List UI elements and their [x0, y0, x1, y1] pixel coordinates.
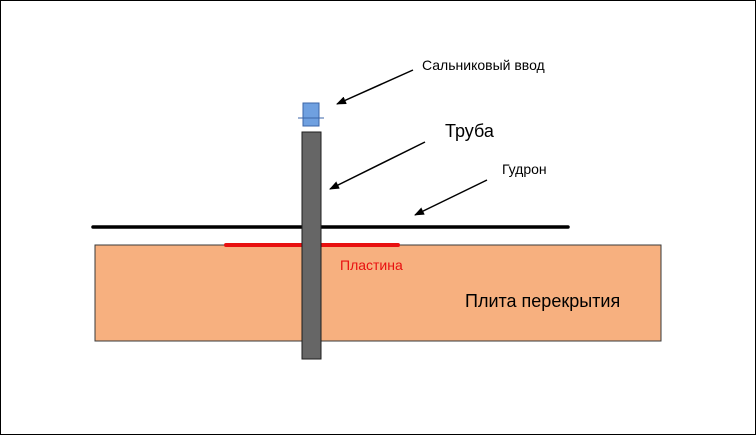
label-gland: Сальниковый ввод: [422, 57, 545, 73]
arrow-tar: [414, 179, 488, 216]
label-pipe: Труба: [445, 121, 494, 141]
label-tar: Гудрон: [502, 161, 547, 177]
arrow-gland: [336, 69, 414, 105]
floor-slab: [94, 244, 662, 342]
arrow-pipe: [329, 141, 426, 190]
pipe: [301, 131, 322, 360]
label-slab: Плита перекрытия: [465, 291, 621, 311]
gland-entry: [302, 102, 320, 127]
label-plate: Пластина: [340, 257, 403, 273]
